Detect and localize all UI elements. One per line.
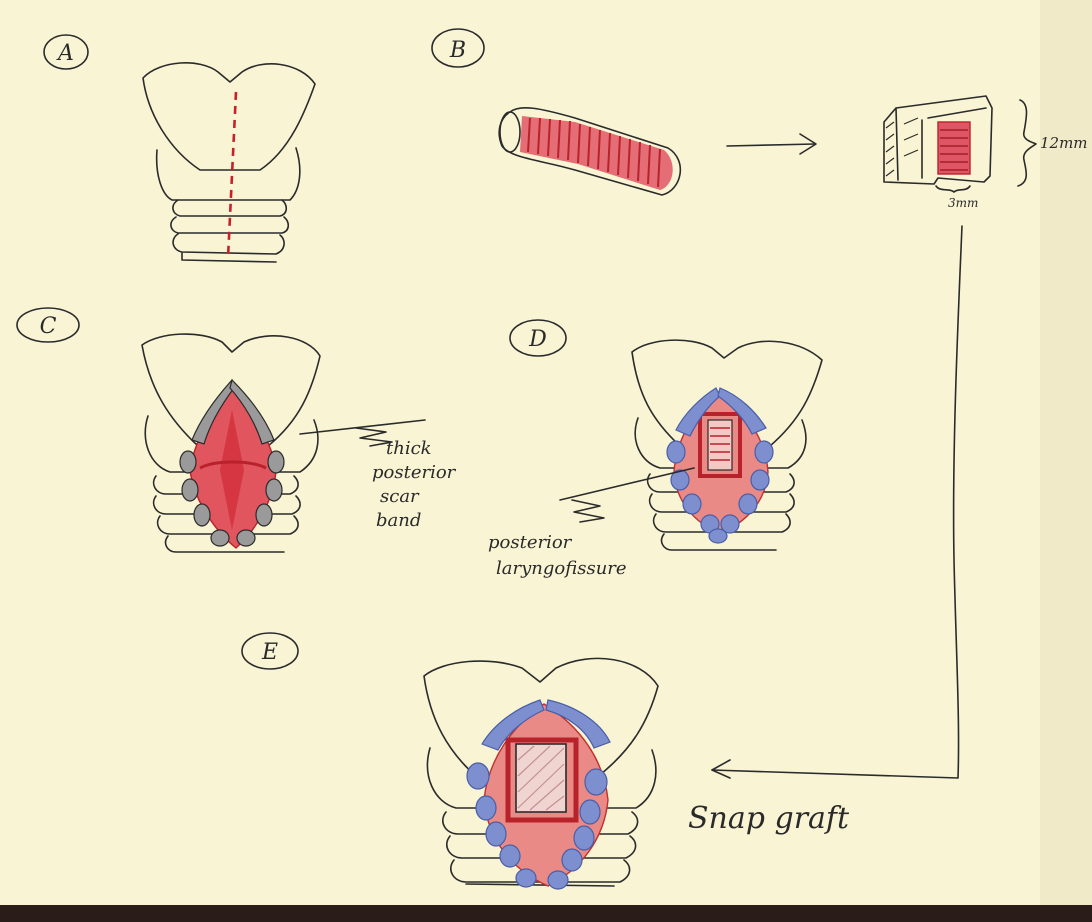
panel-c-ring-end-r4 (237, 530, 255, 546)
panel-e-ring-end-l2 (476, 796, 496, 820)
panel-d-ring-end-r1 (755, 441, 773, 463)
panel-d-ring-end-bottom (709, 529, 727, 543)
panel-b-arrow-shaft (727, 144, 815, 146)
panel-b: B (432, 29, 1088, 210)
panel-d-label: D (528, 327, 547, 352)
panel-c-ring-end-r1 (268, 451, 284, 473)
panel-c-ring-end-l3 (194, 504, 210, 526)
panel-e-ring-end-l3 (486, 822, 506, 846)
panel-e-ring-end-r3 (574, 826, 594, 850)
panel-b-graft-shading (886, 118, 918, 176)
panel-b-cartilage-end (500, 112, 520, 152)
panel-a-label: A (56, 41, 74, 66)
panel-c-label: C (40, 314, 57, 339)
panel-c-annotation-line-4: band (376, 510, 421, 531)
panel-c-annotation-line-3: scar (380, 486, 420, 507)
graft-transfer-arrowhead (712, 760, 730, 778)
panel-e-ring-end-r4 (562, 849, 582, 871)
panel-c-annotation: thick posterior scar band (372, 438, 461, 531)
panel-b-height-brace (1018, 100, 1036, 186)
panel-e-ring-end-l4 (500, 845, 520, 867)
panel-c-annotation-line-2: posterior (372, 462, 457, 483)
panel-d: D posterior laryngofissure (488, 320, 822, 579)
panel-b-width-brace (936, 186, 970, 192)
panel-e-ring-end-r1 (585, 769, 607, 795)
panel-e-ring-end-r5 (548, 871, 568, 889)
panel-d-ring-end-r3 (739, 494, 757, 514)
panel-c-ring-end-l1 (180, 451, 196, 473)
page-bottom-edge (0, 905, 1092, 922)
panel-a: A (44, 35, 315, 262)
panel-d-ring-end-l3 (683, 494, 701, 514)
panel-b-label: B (449, 38, 466, 63)
panel-e-annotation: Snap graft (688, 801, 850, 836)
panel-e: E Snap graft (242, 633, 850, 889)
panel-d-ring-end-r2 (751, 470, 769, 490)
panel-e-ring-end-l1 (467, 763, 489, 789)
panel-b-width-label: 3mm (948, 196, 978, 210)
panel-d-annotation-line-2: laryngofissure (496, 558, 627, 579)
panel-d-annotation-line-1: posterior (488, 532, 573, 553)
panel-c-ring-end-l2 (182, 479, 198, 501)
panel-e-ring-end-r2 (580, 800, 600, 824)
panel-c-ring-end-r3 (256, 504, 272, 526)
panel-e-label: E (261, 640, 278, 665)
panel-d-ring-end-l1 (667, 441, 685, 463)
panel-c: C thick posterior scar band (17, 308, 461, 552)
panel-d-annotation: posterior laryngofissure (488, 532, 627, 579)
panel-c-annotation-line-1: thick (386, 438, 432, 459)
panel-e-ring-4 (466, 884, 614, 886)
panel-a-thyroid-cartilage (143, 63, 315, 170)
panel-e-ring-end-l5 (516, 869, 536, 887)
panel-b-height-label: 12mm (1040, 134, 1088, 152)
panel-c-ring-end-r2 (266, 479, 282, 501)
panel-c-ring-end-l4 (211, 530, 229, 546)
panel-a-cricoid (157, 148, 300, 200)
